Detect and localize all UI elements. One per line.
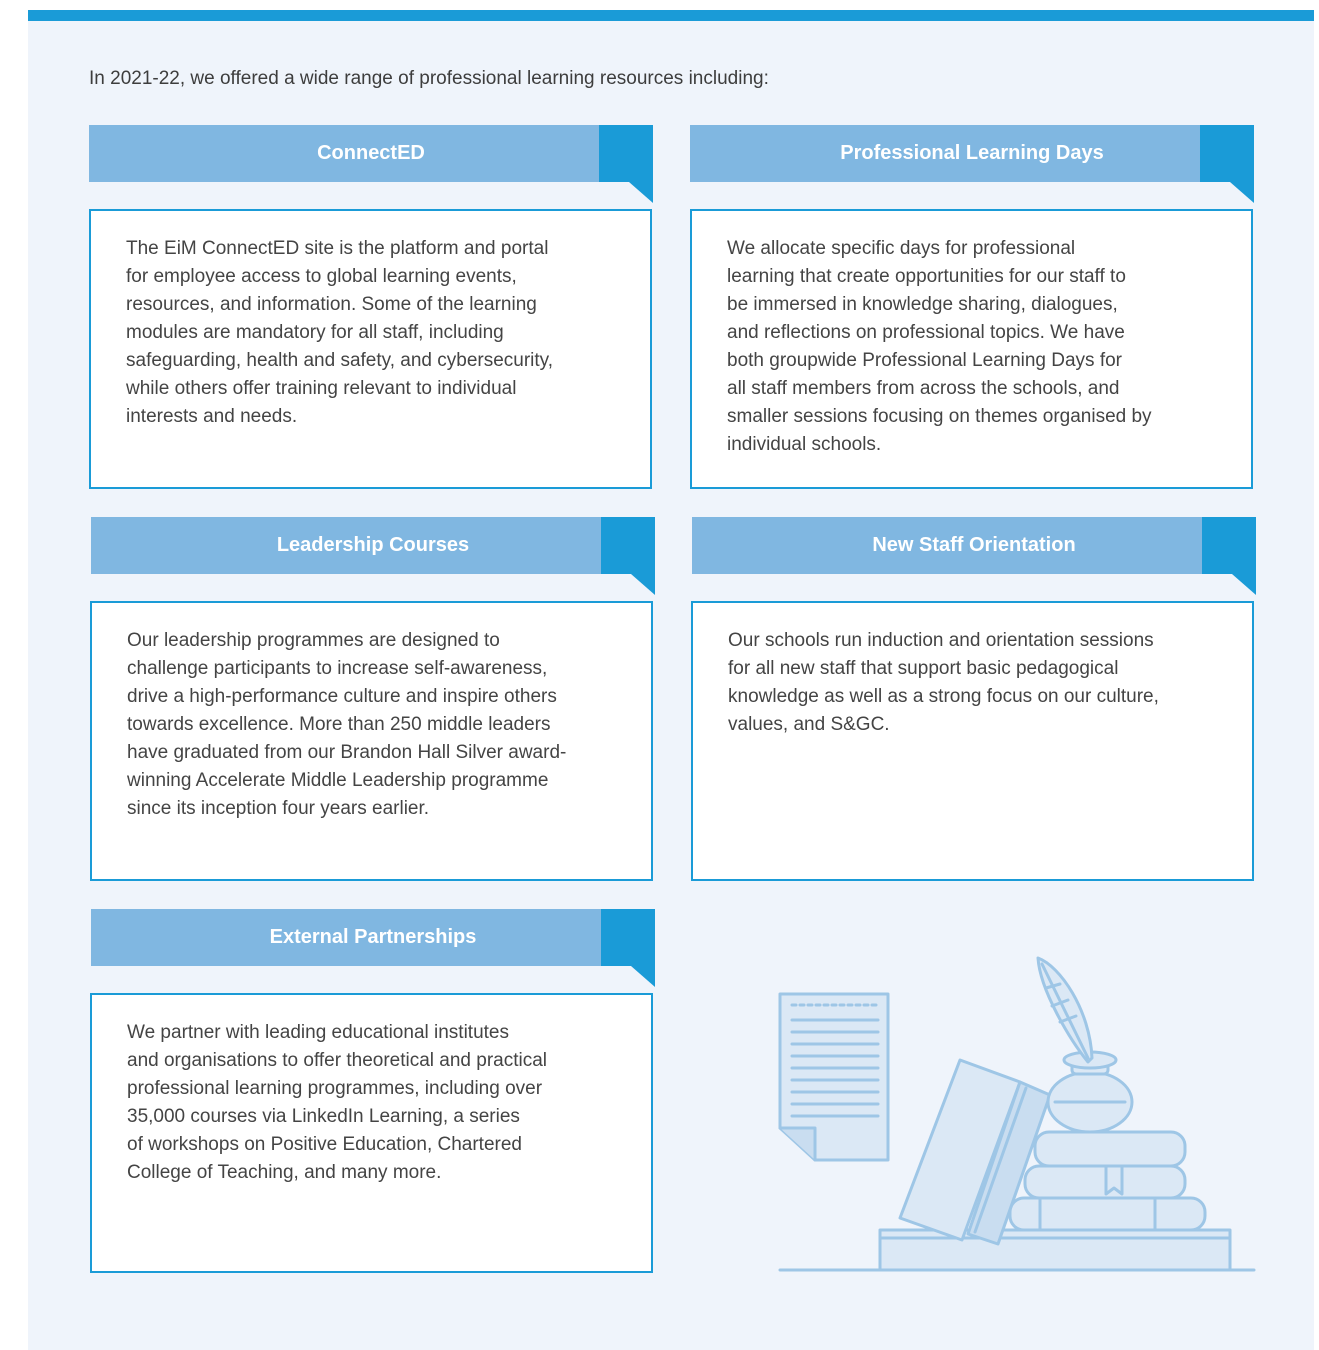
card-body-professional-learning-days: We allocate specific days for profession… — [690, 209, 1253, 489]
card-text: We allocate specific days for profession… — [727, 235, 1222, 459]
card-banner — [91, 909, 655, 966]
card-banner — [91, 517, 655, 574]
text-line: all staff members from across the school… — [727, 378, 1120, 399]
card-banner-tab — [601, 909, 655, 966]
card-banner — [89, 125, 653, 182]
card-banner-fold — [1230, 182, 1254, 203]
card-banner-fold — [631, 574, 655, 595]
card-title: External Partnerships — [269, 926, 477, 948]
text-line: of workshops on Positive Education, Char… — [127, 1134, 522, 1155]
text-line: challenge participants to increase self-… — [127, 658, 548, 679]
text-line: smaller sessions focusing on themes orga… — [727, 406, 1152, 427]
text-line: have graduated from our Brandon Hall Sil… — [127, 742, 567, 763]
card-banner — [692, 517, 1256, 574]
document-icon — [778, 992, 890, 1162]
text-line: and organisations to offer theoretical a… — [127, 1050, 548, 1071]
text-line: We allocate specific days for profession… — [727, 238, 1076, 259]
card-banner-tab — [1200, 125, 1254, 182]
text-line: be immersed in knowledge sharing, dialog… — [727, 294, 1118, 315]
card-banner-tab — [601, 517, 655, 574]
card-body-connected: The EiM ConnectED site is the platform a… — [89, 209, 652, 489]
text-line: interests and needs. — [126, 406, 298, 427]
text-line: 35,000 courses via LinkedIn Learning, a … — [127, 1106, 520, 1127]
card-header-external-partnerships: External Partnerships — [91, 909, 655, 987]
text-line: learning that create opportunities for o… — [727, 266, 1126, 287]
text-line: while others offer training relevant to … — [126, 378, 517, 399]
text-line: safeguarding, health and safety, and cyb… — [126, 350, 554, 371]
card-body-leadership-courses: Our leadership programmes are designed t… — [90, 601, 653, 881]
card-header-leadership-courses: Leadership Courses — [91, 517, 655, 595]
card-title: Leadership Courses — [276, 534, 470, 556]
text-line: values, and S&GC. — [728, 714, 890, 735]
card-banner-tab — [599, 125, 653, 182]
card-banner-fold — [631, 966, 655, 987]
text-line: for employee access to global learning e… — [126, 266, 517, 287]
text-line: College of Teaching, and many more. — [127, 1162, 442, 1183]
card-title: Professional Learning Days — [840, 142, 1104, 164]
card-banner-fold — [1232, 574, 1256, 595]
card-text: The EiM ConnectED site is the platform a… — [126, 235, 621, 431]
card-text: Our leadership programmes are designed t… — [127, 627, 622, 823]
text-line: Our schools run induction and orientatio… — [728, 630, 1154, 651]
text-line: for all new staff that support basic ped… — [728, 658, 1119, 679]
card-body-external-partnerships: We partner with leading educational inst… — [90, 993, 653, 1273]
card-banner — [690, 125, 1254, 182]
text-line: both groupwide Professional Learning Day… — [727, 350, 1123, 371]
text-line: individual schools. — [727, 434, 882, 455]
card-title: ConnectED — [317, 142, 425, 164]
text-line: professional learning programmes, includ… — [127, 1078, 543, 1099]
card-header-professional-learning-days: Professional Learning Days — [690, 125, 1254, 203]
card-text: We partner with leading educational inst… — [127, 1019, 622, 1187]
card-banner-tab — [1202, 517, 1256, 574]
text-line: resources, and information. Some of the … — [126, 294, 537, 315]
text-line: drive a high-performance culture and ins… — [127, 686, 557, 707]
intro-text: In 2021-22, we offered a wide range of p… — [89, 68, 769, 89]
card-header-new-staff-orientation: New Staff Orientation — [692, 517, 1256, 595]
text-line: Our leadership programmes are designed t… — [127, 630, 500, 651]
text-line: towards excellence. More than 250 middle… — [127, 714, 551, 735]
card-body-new-staff-orientation: Our schools run induction and orientatio… — [691, 601, 1254, 881]
card-text: Our schools run induction and orientatio… — [728, 627, 1223, 739]
top-accent-bar — [28, 10, 1314, 21]
text-line: since its inception four years earlier. — [127, 798, 430, 819]
text-line: The EiM ConnectED site is the platform a… — [126, 238, 549, 259]
card-banner-fold — [629, 182, 653, 203]
card-title: New Staff Orientation — [872, 534, 1076, 556]
text-line: We partner with leading educational inst… — [127, 1022, 509, 1043]
text-line: modules are mandatory for all staff, inc… — [126, 322, 504, 343]
text-line: knowledge as well as a strong focus on o… — [728, 686, 1159, 707]
card-header-connected: ConnectED — [89, 125, 653, 203]
books-quill-ink-document-illustration — [778, 956, 1256, 1272]
base-block — [878, 1228, 1232, 1272]
text-line: winning Accelerate Middle Leadership pro… — [127, 770, 549, 791]
text-line: and reflections on professional topics. … — [727, 322, 1125, 343]
